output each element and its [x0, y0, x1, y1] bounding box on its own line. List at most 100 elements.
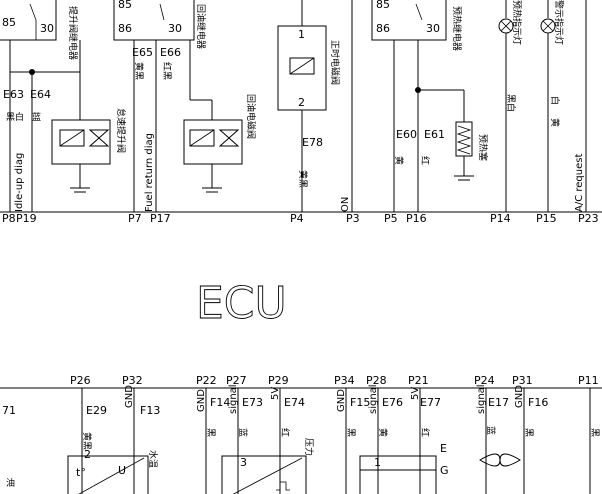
pin-p4: P4 — [290, 212, 304, 225]
sensor-g-mark: G — [440, 464, 449, 477]
sensor-pin-2: 2 — [84, 448, 91, 461]
label-preheat-plug: 预热塞 — [477, 134, 489, 161]
wire-color-red: 红 — [419, 428, 431, 437]
wire-e60: E60 — [396, 128, 417, 141]
wire-color-black: 黑 — [589, 428, 600, 437]
sensor-eg: 1 E G — [359, 442, 449, 494]
relay-idle-up: 85 30 — [0, 0, 57, 41]
relay-pin-85: 85 — [376, 0, 390, 11]
wire-e29: E29 — [86, 404, 107, 417]
relay-pin-86: 86 — [376, 22, 390, 35]
wire-color-blue: 蓝 — [237, 428, 249, 437]
label-gnd: GND — [196, 389, 207, 412]
coil-pin-1: 1 — [298, 28, 305, 41]
label-return-relay: 回油继电器 — [195, 4, 207, 49]
label-water-temp: 水温 — [147, 450, 159, 468]
label-on: ON — [340, 197, 351, 212]
junction-dot — [415, 87, 421, 93]
wire-e64: E64 — [30, 88, 51, 101]
wire-f14: F14 — [210, 396, 230, 409]
wire-color-black-white: 黑白 — [6, 111, 24, 123]
label-oil: 油 — [6, 477, 15, 489]
label-return-valve: 回油电磁阀 — [245, 94, 257, 139]
label-idle-up-diag: Idle-up diag — [14, 153, 25, 212]
top-pin-row: P8 P19 P7 P17 P4 P3 P5 P16 P14 P15 P23 — [2, 212, 599, 225]
relay-pin-85: 85 — [2, 16, 16, 29]
wire-e77: E77 — [420, 396, 441, 409]
sensor-u-mark: U — [118, 464, 126, 477]
label-ac-request: A/C request — [574, 154, 585, 212]
wire-color-yellow-black: 黄黑 — [297, 170, 309, 188]
label-pressure: 压力 — [303, 438, 315, 456]
pin-p19: P19 — [16, 212, 37, 225]
pin-p8: P8 — [2, 212, 16, 225]
wire-color-red: 红 — [419, 156, 431, 165]
indicator-lamp-1 — [498, 0, 514, 212]
label-preheat-relay: 预热继电器 — [451, 6, 463, 51]
label-5v: 5V — [410, 387, 421, 400]
coil-pin-2: 2 — [298, 96, 305, 109]
label-fuel-return-diag: Fuel return diag — [144, 133, 155, 212]
label-lamp-2: 警示指示灯 — [553, 0, 565, 45]
label-signal: signal — [368, 384, 379, 414]
wire-e73: E73 — [242, 396, 263, 409]
wire-e65: E65 — [132, 46, 153, 59]
label-idle-valve: 怠速提升阀 — [115, 108, 127, 153]
indicator-lamp-2 — [540, 0, 556, 212]
wire-color-yellow: 黄 — [393, 156, 405, 165]
sensor-e-mark: E — [440, 442, 447, 455]
relay-pin-30: 30 — [426, 22, 440, 35]
wire-color-yellow: 黄 — [377, 428, 389, 437]
pin-p17: P17 — [150, 212, 171, 225]
wire-color-white: 白 — [549, 96, 561, 105]
glow-plug — [454, 90, 474, 181]
sensor-pin-1: 1 — [374, 456, 381, 469]
pin-p27: P27 — [226, 374, 247, 387]
wire-color-blue: 蓝 — [485, 426, 497, 435]
wire-color-yellow: 黄黑 — [133, 62, 145, 80]
relay-preheat: 85 86 30 — [371, 0, 447, 41]
wire-color-black: 黑 — [523, 428, 534, 437]
wire-f16: F16 — [528, 396, 548, 409]
wire-color-red: 红 — [279, 428, 291, 437]
solenoid-timing: 1 2 — [277, 0, 327, 212]
pin-p28: P28 — [366, 374, 387, 387]
sensor-water-temp: t° U 2 — [67, 448, 149, 494]
pin-p14: P14 — [490, 212, 511, 225]
label-gnd: GND — [336, 389, 347, 412]
wire-color-black: 黑 — [345, 428, 356, 437]
pin-p11: P11 — [578, 374, 599, 387]
pin-p16: P16 — [406, 212, 427, 225]
label-gnd: GND — [514, 385, 525, 408]
sensor-temp-mark: t° — [76, 466, 86, 479]
label-lamp-1: 预热指示灯 — [511, 0, 523, 45]
relay-pin-30: 30 — [40, 22, 54, 35]
relay-fuel-return: 85 86 30 — [113, 0, 195, 41]
wire-e78: E78 — [302, 136, 323, 149]
pin-p21: P21 — [408, 374, 429, 387]
bottom-pin-row: P26 P32 P22 P27 P29 P34 P28 P21 P24 P31 … — [70, 374, 599, 387]
pin-p34: P34 — [334, 374, 355, 387]
pin-p29: P29 — [268, 374, 289, 387]
relay-pin-30: 30 — [168, 22, 182, 35]
wire-e74: E74 — [284, 396, 305, 409]
wire-f13: F13 — [140, 404, 160, 417]
solenoid-fuel-return — [183, 100, 243, 193]
pin-p31: P31 — [512, 374, 533, 387]
label-5v: 5V — [270, 387, 281, 400]
sensor-pressure: 3 — [221, 455, 307, 494]
relay-pin-85: 85 — [118, 0, 132, 11]
sensor-pin-3: 3 — [240, 456, 247, 469]
label-signal: signal — [476, 384, 487, 414]
label-idle-relay: 提升阀继电器 — [67, 6, 79, 60]
wire-color-black-white: 黑白 — [505, 94, 517, 112]
wire-e17: E17 — [488, 396, 509, 409]
pin-p7: P7 — [128, 212, 142, 225]
wire-e63: E63 — [3, 88, 24, 101]
pin-p26: P26 — [70, 374, 91, 387]
pin-p3: P3 — [346, 212, 360, 225]
solenoid-idle-up — [51, 119, 111, 193]
wire-color-yellow-black: 黄黑 — [81, 432, 93, 450]
label-signal: signal — [228, 384, 239, 414]
pin-p15: P15 — [536, 212, 557, 225]
